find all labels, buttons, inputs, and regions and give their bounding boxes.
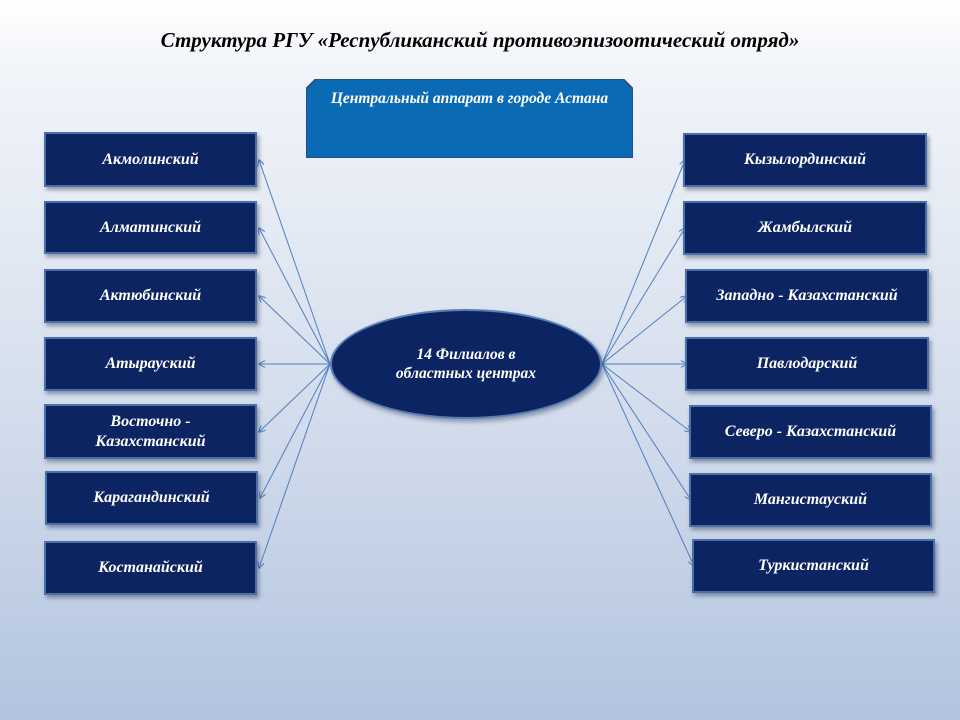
hub-label: 14 Филиалов в областных центрах <box>395 345 537 382</box>
connector-right-2 <box>601 228 685 365</box>
connector-left-6 <box>260 363 331 498</box>
branch-right-3: Западно - Казахстанский <box>685 269 929 323</box>
branch-right-6: Мангистауский <box>689 473 932 527</box>
connector-right-6 <box>601 363 691 500</box>
hub-branches-ellipse: 14 Филиалов в областных центрах <box>330 309 602 419</box>
branch-right-4: Павлодарский <box>685 337 929 391</box>
branch-right-1: Кызылординский <box>683 133 927 187</box>
connector-left-7 <box>259 363 331 568</box>
connector-right-5 <box>601 363 691 432</box>
branch-right-2: Жамбылский <box>683 201 927 255</box>
central-office-shape <box>306 79 633 158</box>
branch-right-7: Туркистанский <box>692 539 935 593</box>
connector-left-3 <box>259 296 331 365</box>
branch-left-5: Восточно - Казахстанский <box>44 404 257 459</box>
connector-left-1 <box>259 160 331 365</box>
diagram-title: Структура РГУ «Республиканский противоэп… <box>160 28 800 52</box>
connector-right-3 <box>601 296 687 365</box>
central-office-box: Центральный аппарат в городе Астана <box>306 79 633 158</box>
branch-left-3: Актюбинский <box>44 269 257 323</box>
connector-right-7 <box>601 363 694 566</box>
branch-left-6: Карагандинский <box>45 471 258 525</box>
branch-right-5: Северо - Казахстанский <box>689 405 932 459</box>
branch-left-2: Алматинский <box>44 201 257 254</box>
branch-left-7: Костанайский <box>44 541 257 595</box>
connector-left-2 <box>259 228 331 365</box>
connector-right-1 <box>601 160 685 365</box>
branch-left-4: Атырауский <box>44 337 257 391</box>
branch-left-1: Акмолинский <box>44 132 257 187</box>
central-office-label: Центральный аппарат в городе Астана <box>330 90 609 107</box>
connector-left-5 <box>259 363 331 432</box>
